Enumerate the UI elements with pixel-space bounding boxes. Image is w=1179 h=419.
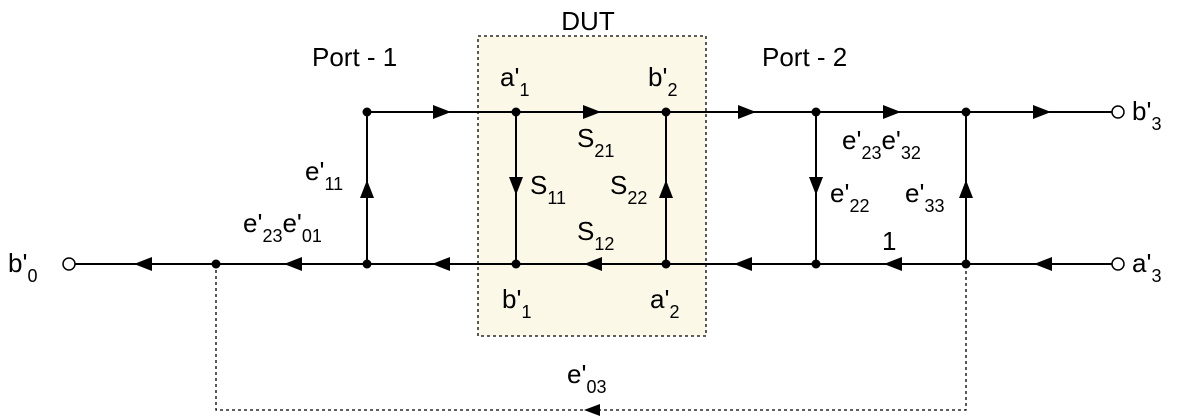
arrow-right [583,105,601,119]
arrow-left [734,257,752,271]
node-label-a1: a'1 [500,62,529,100]
branch-label-e23e32: e'23e'32 [842,125,921,163]
junction-dot [961,259,971,269]
node-label-a2: a'2 [650,284,679,322]
junction-dot [661,107,671,117]
branch-label-e33: e'33 [905,178,944,216]
junction-dot [511,107,521,117]
junction-dot [362,259,372,269]
node-label-a3: a'3 [1132,248,1161,286]
junction-dot [362,107,372,117]
branch-label-e23e01: e'23e'01 [243,208,322,246]
port1-title: Port - 1 [312,42,397,72]
branch-e03 [215,264,967,411]
port2-title: Port - 2 [762,42,847,72]
branch-label-e03: e'03 [567,359,606,397]
branch-label-e22: e'22 [830,178,869,216]
arrow-right [883,105,901,119]
dut-title: DUT [561,6,615,36]
arrow-down [509,177,523,195]
terminal-b3 [1111,105,1125,119]
node-label-b0: b'0 [8,248,37,286]
arrow-up [659,180,673,198]
arrow-left [432,257,450,271]
junction-dot [961,107,971,117]
branch-label-s11: S11 [530,170,566,208]
arrow-up [360,180,374,198]
junction-dot [661,259,671,269]
arrow-left [884,257,902,271]
junction-dot [511,259,521,269]
node-label-b1: b'1 [502,284,531,322]
arrow-left [1034,257,1052,271]
arrow-right [1033,105,1051,119]
branch-label-s21: S21 [577,123,614,161]
arrow-right [433,105,451,119]
branch-label-s12: S12 [577,216,614,254]
arrow-left [584,404,600,416]
branch-label-e11: e'11 [305,156,343,194]
node-label-b3: b'3 [1132,96,1161,134]
branch-label-1: 1 [882,226,896,256]
terminal-b0 [62,257,76,271]
junction-dots [211,107,971,269]
arrowheads [134,105,1052,416]
arrow-left [284,257,302,271]
arrow-right [738,105,756,119]
arrow-left [134,257,152,271]
arrow-down [809,177,823,195]
junction-dot [811,259,821,269]
junction-dot [811,107,821,117]
terminal-a3 [1111,257,1125,271]
branch-label-s22: S22 [610,170,647,208]
arrow-up [959,180,973,198]
node-label-b2: b'2 [648,62,677,100]
arrow-left [584,257,602,271]
junction-dot [211,259,221,269]
